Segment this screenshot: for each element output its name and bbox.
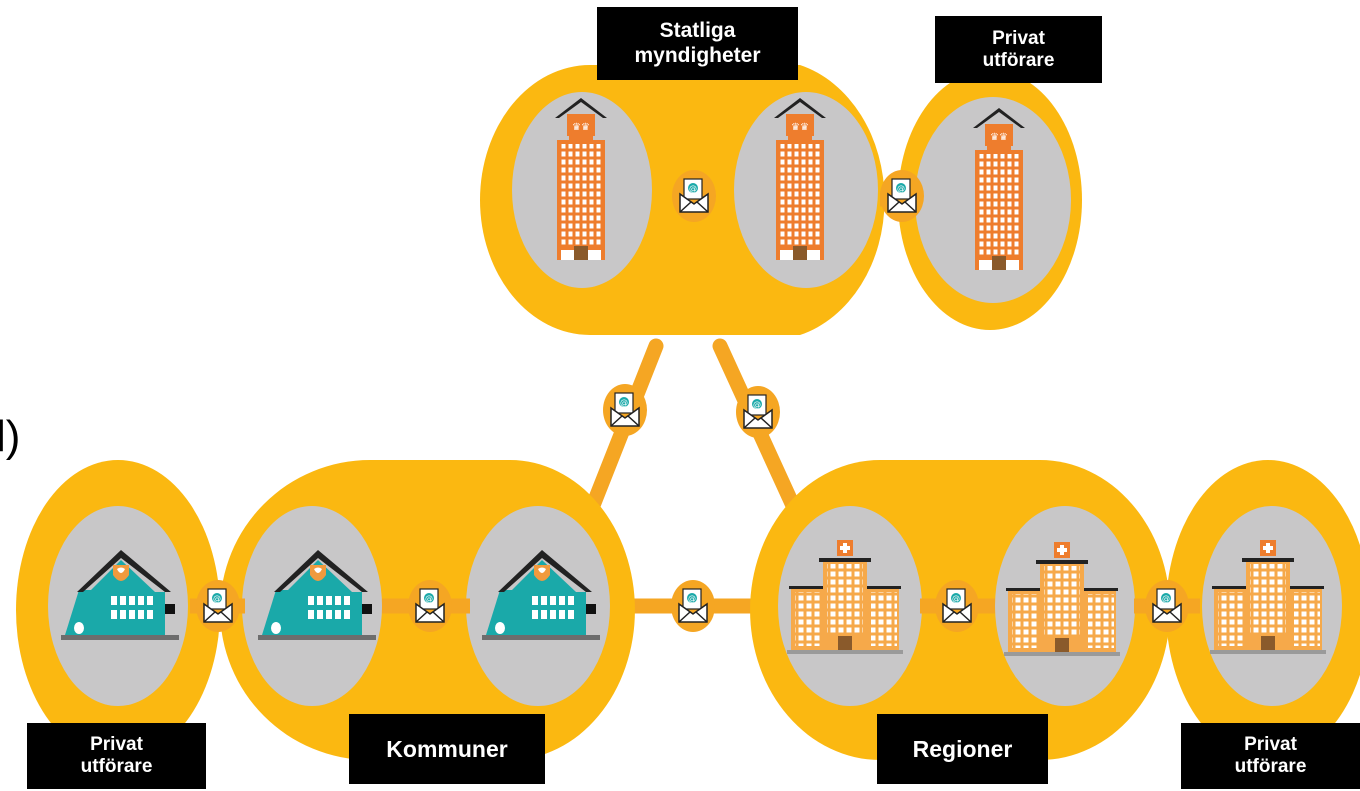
label-state-agencies: Statliga myndigheter xyxy=(597,7,798,80)
label-municipalities-text: Kommuner xyxy=(386,735,508,762)
label-region-private: Privat utförare xyxy=(1181,723,1360,789)
label-municipal-private-text: Privat utförare xyxy=(80,734,153,777)
regions-cluster xyxy=(750,460,1360,760)
edge-text-fragment: l) xyxy=(0,412,21,461)
label-region-private-text: Privat utförare xyxy=(1234,734,1307,777)
label-state-private-text: Privat utförare xyxy=(982,27,1055,71)
label-municipal-private: Privat utförare xyxy=(27,723,206,789)
state-cluster xyxy=(480,65,1082,335)
label-state-private: Privat utförare xyxy=(935,16,1102,83)
label-state-agencies-text: Statliga myndigheter xyxy=(634,19,761,67)
label-regions-text: Regioner xyxy=(912,735,1013,762)
label-municipalities: Kommuner xyxy=(349,714,545,784)
label-regions: Regioner xyxy=(877,714,1048,784)
